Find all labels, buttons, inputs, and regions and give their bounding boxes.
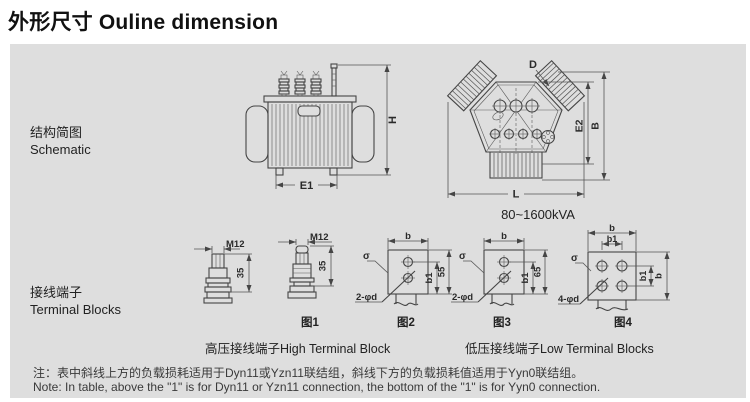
dim-label-d: D — [529, 59, 537, 71]
hole-callout: 4-φd — [558, 294, 579, 305]
thickness-label: σ — [363, 251, 370, 262]
terminals-label-zh: 接线端子 — [30, 285, 83, 300]
hole-callout: 2-φd — [452, 292, 473, 303]
hv-bushing-icon — [278, 70, 290, 97]
figure-1-caption: 图1 — [301, 317, 319, 329]
transformer-side-view-drawing: H E1 — [245, 63, 399, 192]
dim-label-b: B — [590, 122, 602, 130]
hv-stud-drawing-b: M12 35 — [278, 232, 334, 299]
terminals-label-en: Terminal Blocks — [30, 302, 122, 317]
footnote-zh: 注：表中斜线上方的负载损耗适用于Dyn11或Yzn11联结组，斜线下方的负载损耗… — [33, 366, 584, 380]
thickness-label: σ — [571, 253, 578, 264]
nameplate — [297, 105, 321, 117]
lv-terminal-caption: 低压接线端子Low Terminal Blocks — [465, 342, 654, 356]
radiator-bank-right — [534, 59, 586, 112]
footnote: 注：表中斜线上方的负载损耗适用于Dyn11或Yzn11联结组，斜线下方的负载损耗… — [33, 366, 600, 394]
dim-label-height: 55 — [437, 266, 448, 277]
dim-label-e2: E2 — [574, 119, 586, 132]
thread-label: M12 — [310, 232, 328, 243]
dim-label-b-right: b — [654, 273, 665, 279]
figure-3-caption: 图3 — [493, 317, 511, 329]
bushing-circles — [489, 98, 543, 140]
dim-label-b: b — [405, 231, 411, 242]
schematic-label-en: Schematic — [30, 142, 91, 157]
oil-gauge-detail — [492, 111, 504, 121]
schematic-label-zh: 结构简图 — [30, 125, 83, 140]
hv-terminal-caption: 高压接线端子High Terminal Block — [205, 342, 391, 356]
dim-label-height: 65 — [533, 266, 544, 277]
dim-label-h: H — [387, 116, 399, 124]
dim-label-b: b — [501, 231, 507, 242]
terminals-row-label: 接线端子 Terminal Blocks — [30, 284, 121, 318]
lv-plate-drawing-2: b 2-φd σ b1 55 — [355, 231, 452, 306]
dim-label-b1: b1 — [520, 272, 531, 284]
dimension-panel: 结构简图 Schematic — [10, 44, 746, 398]
hv-bushing-icon — [294, 70, 306, 97]
thickness-label: σ — [459, 251, 466, 262]
dim-label-b-top: b — [609, 223, 615, 234]
dim-label-l: L — [513, 189, 520, 201]
thread-label: M12 — [226, 239, 244, 250]
page-title-en: Ouline dimension — [98, 11, 279, 34]
thermometer-pocket-icon — [330, 63, 338, 97]
kva-rating: 80~1600kVA — [501, 207, 575, 222]
page-title-zh: 外形尺寸 — [8, 11, 93, 34]
lv-plate-drawing-4: b b1 4-φd σ b1 — [558, 223, 670, 311]
schematic-row-label: 结构简图 Schematic — [30, 124, 91, 158]
hole-callout: 2-φd — [356, 292, 377, 303]
height-label: 35 — [236, 267, 247, 278]
page-title: 外形尺寸 Ouline dimension — [8, 6, 278, 36]
dim-label-b1-top: b1 — [607, 234, 618, 244]
footnote-en: Note: In table, above the "1" is for Dyn… — [33, 380, 601, 394]
figure-4-caption: 图4 — [614, 317, 632, 329]
transformer-top-view-drawing: D E2 B L — [446, 59, 610, 201]
dim-label-e1: E1 — [300, 180, 313, 192]
dim-label-b1-right: b1 — [638, 271, 648, 282]
radiator-bank-left — [446, 59, 498, 112]
hv-stud-drawing-a: M12 35 — [194, 239, 252, 304]
lv-plate-drawing-3: b 2-φd σ b1 65 — [451, 231, 548, 306]
height-label: 35 — [318, 260, 329, 271]
radiator-bank-bottom — [489, 151, 543, 179]
figure-2-caption: 图2 — [397, 317, 415, 329]
flange-detail — [540, 129, 556, 145]
dim-label-b1: b1 — [424, 272, 435, 284]
hv-bushing-icon — [310, 70, 322, 97]
